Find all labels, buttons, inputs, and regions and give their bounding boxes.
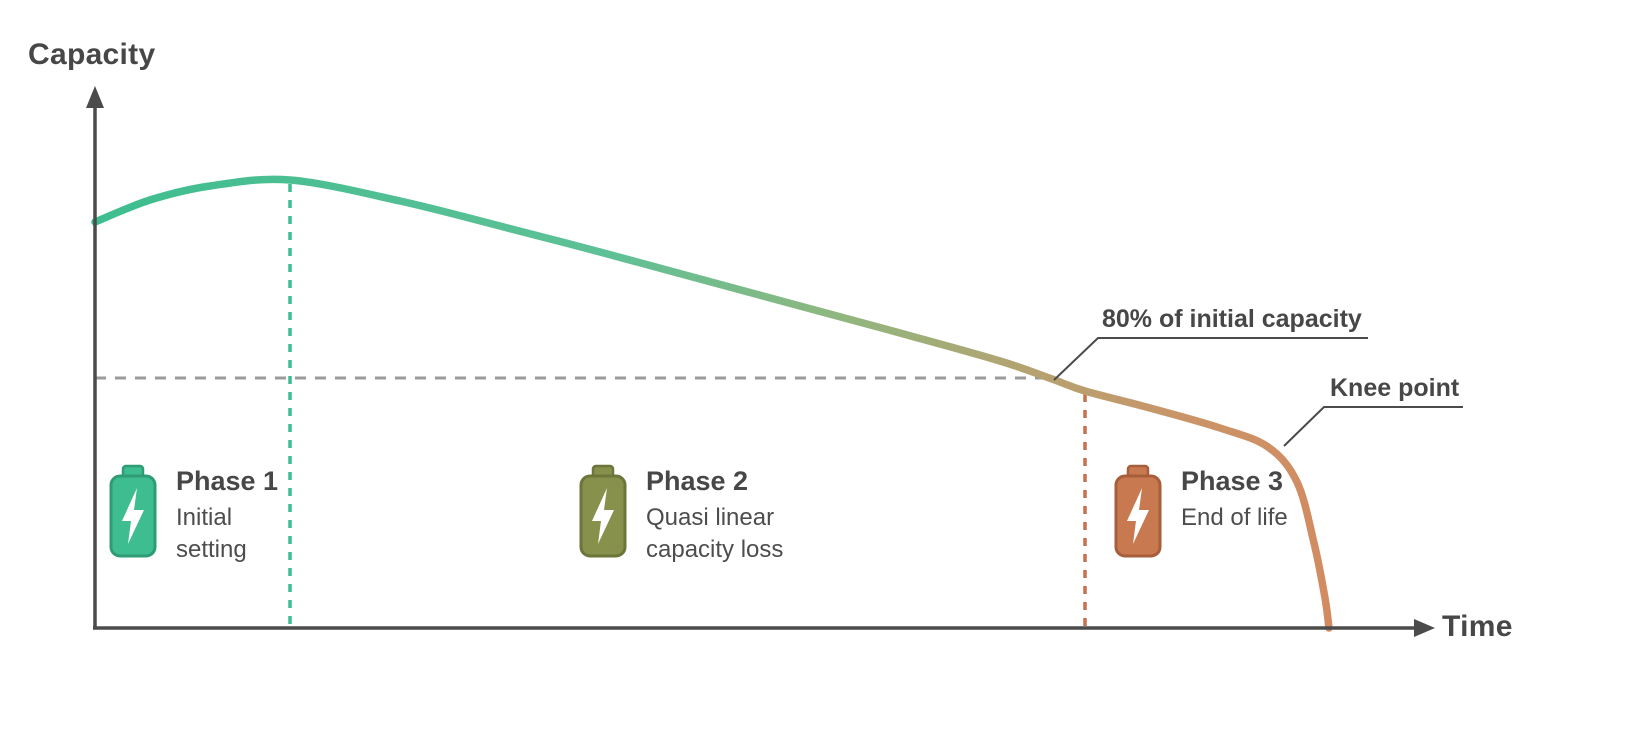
y-axis-arrow <box>86 86 104 108</box>
lightning-bolt-icon <box>122 488 144 544</box>
phase-2-text: Phase 2 Quasi linear capacity loss <box>646 461 816 565</box>
phase-block-3: Phase 3 End of life <box>1111 461 1288 561</box>
battery-icon <box>109 464 157 558</box>
battery-icon <box>1114 464 1162 558</box>
lightning-bolt-icon <box>592 488 614 544</box>
x-axis-arrow <box>1414 619 1435 637</box>
knee-pointer-line <box>1283 406 1463 447</box>
phase-3-title: Phase 3 <box>1181 466 1284 496</box>
phase-1-title: Phase 1 <box>176 466 279 496</box>
threshold-pointer-line <box>1053 337 1368 381</box>
knee-point-annotation: Knee point <box>1330 374 1460 402</box>
phase-3-text: Phase 3 End of life <box>1181 461 1288 534</box>
capacity-curve <box>91 175 1333 632</box>
phase-block-2: Phase 2 Quasi linear capacity loss <box>576 461 816 565</box>
threshold-annotation: 80% of initial capacity <box>1102 305 1362 333</box>
phase-2-subtitle: Quasi linear capacity loss <box>646 504 784 563</box>
lightning-bolt-icon <box>1127 488 1149 544</box>
phase-1-text: Phase 1 Initial setting <box>176 461 288 565</box>
y-axis-label: Capacity <box>28 38 156 71</box>
x-axis-label: Time <box>1442 610 1513 643</box>
phase-block-1: Phase 1 Initial setting <box>106 461 288 565</box>
battery-icon <box>579 464 627 558</box>
phase-1-subtitle: Initial setting <box>176 504 247 563</box>
phase-3-subtitle: End of life <box>1181 504 1288 531</box>
phase-2-title: Phase 2 <box>646 466 749 496</box>
